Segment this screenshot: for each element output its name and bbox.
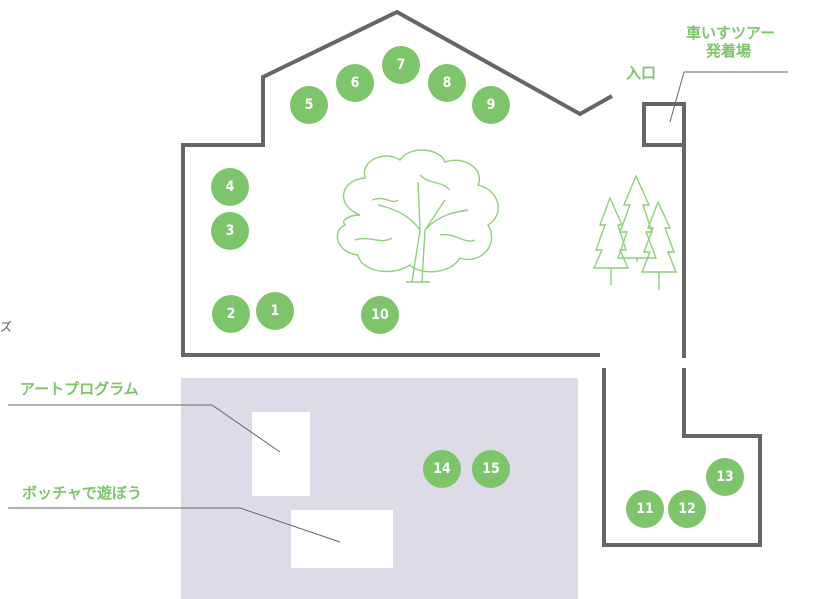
building-wall-main xyxy=(181,9,613,357)
marker-14[interactable]: 14 xyxy=(423,450,461,488)
marker-7[interactable]: 7 xyxy=(382,46,420,84)
entrance-label: 入口 xyxy=(626,64,657,82)
marker-8[interactable]: 8 xyxy=(428,64,466,102)
marker-15[interactable]: 15 xyxy=(472,450,510,488)
edge-text: ズ xyxy=(0,320,13,334)
marker-9[interactable]: 9 xyxy=(472,86,510,124)
wheelchair-leader xyxy=(669,71,788,123)
marker-3[interactable]: 3 xyxy=(211,212,249,250)
marker-11[interactable]: 11 xyxy=(626,490,664,528)
art-program-booth[interactable] xyxy=(252,412,310,496)
marker-4[interactable]: 4 xyxy=(211,168,249,206)
wheelchair-label-line2: 発着場 xyxy=(706,42,752,60)
big-tree-icon xyxy=(336,149,499,283)
marker-10[interactable]: 10 xyxy=(361,296,399,334)
marker-13[interactable]: 13 xyxy=(706,458,744,496)
boccia-label[interactable]: ボッチャで遊ぼう xyxy=(22,484,142,502)
marker-5[interactable]: 5 xyxy=(290,86,328,124)
art-program-label[interactable]: アートプログラム xyxy=(20,380,139,398)
marker-2[interactable]: 2 xyxy=(212,295,250,333)
conifer-trees-icon xyxy=(592,174,678,290)
art-program-leader xyxy=(8,404,281,453)
wheelchair-tour-label: 車いすツアー 発着場 xyxy=(686,24,775,60)
marker-12[interactable]: 12 xyxy=(668,490,706,528)
wheelchair-tour-station[interactable] xyxy=(642,102,686,147)
marker-1[interactable]: 1 xyxy=(256,292,294,330)
marker-6[interactable]: 6 xyxy=(336,64,374,102)
wheelchair-label-line1: 車いすツアー xyxy=(686,24,776,42)
annex-wall xyxy=(602,368,762,547)
boccia-leader xyxy=(8,507,341,543)
boccia-booth[interactable] xyxy=(291,510,393,568)
